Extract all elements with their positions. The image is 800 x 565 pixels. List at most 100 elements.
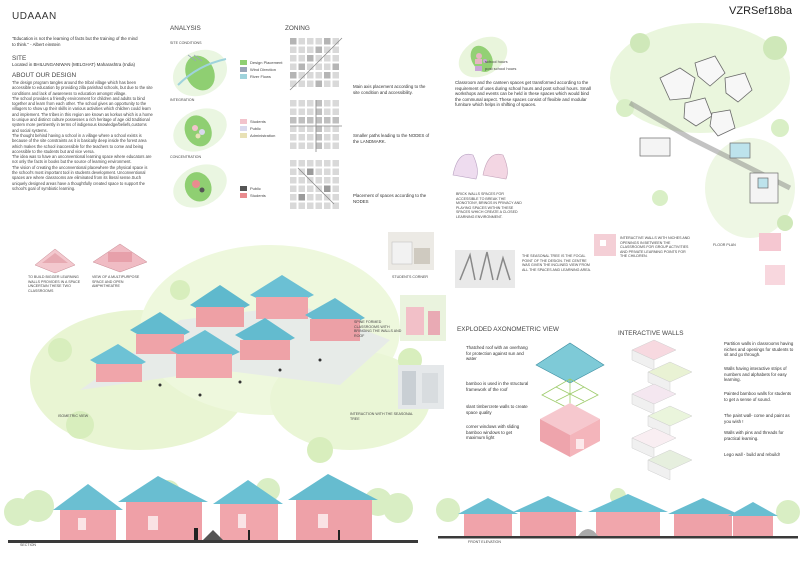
zoning-cell [290, 108, 297, 115]
front-elevation-drawing [436, 488, 800, 539]
isometric-label: ISOMETRIC VIEW [58, 414, 89, 418]
zoning-cell [324, 38, 331, 45]
zoning-grid-3 [290, 160, 339, 209]
zoning-cell [332, 160, 339, 167]
zoning-heading: ZONING [285, 25, 310, 32]
zoning-cell [290, 46, 297, 53]
window-text: INTERACTIVE WALLS WITH NICHES AND OPENIN… [620, 236, 690, 259]
zoning-cell [290, 63, 297, 70]
zoning-cell [298, 160, 305, 167]
note-intimate: TO BUILD BIGGER LEARNING WALLS PROVIDES … [28, 275, 81, 293]
quote: "Education is not the learning of facts … [12, 36, 138, 47]
zoning-cell [332, 55, 339, 62]
zoning-cell [307, 63, 314, 70]
zoning-cell [315, 194, 322, 201]
wall-module-side [647, 459, 671, 481]
zoning-cell [315, 168, 322, 175]
exploded-note-2: bamboo is used in the structural framewo… [466, 381, 529, 392]
zoning-cell [332, 100, 339, 107]
note-spine: SPINE FORMED CLASSROOMS WITH BRINGING TH… [354, 320, 402, 338]
walls-note-1: Partition walls in classrooms having nic… [724, 341, 794, 358]
zoning-cell [290, 134, 297, 141]
zoning-cell [324, 142, 331, 149]
zoning-cell [324, 202, 331, 209]
zoning-cell [290, 160, 297, 167]
zoning-note-2: Smaller paths leading to the NODES of th… [353, 133, 430, 144]
zoning-axis [289, 37, 343, 91]
floor-plan [610, 23, 795, 238]
zoning-cell [315, 142, 322, 149]
zoning-cell [307, 185, 314, 192]
walls-note-6: Lego wall - build and rebuild! [724, 452, 780, 457]
zoning-cell [332, 117, 339, 124]
zoning-cell [324, 125, 331, 132]
zoning-cell [298, 100, 305, 107]
zoning-cell [324, 177, 331, 184]
concentration-diagram [173, 164, 227, 208]
zoning-cell [298, 108, 305, 115]
interactive-walls-diagram [631, 339, 693, 481]
zoning-cell [298, 72, 305, 79]
walls-heading: INTERACTIVE WALLS [618, 330, 684, 337]
window-wall-sketch [594, 234, 616, 256]
zoning-cell [307, 80, 314, 87]
zoning-cell [290, 168, 297, 175]
elevation-label: FRONT ELEVATION [468, 540, 501, 544]
legend-administration: Administration [250, 133, 276, 138]
zoning-cell [332, 134, 339, 141]
zoning-cell [332, 185, 339, 192]
zoning-cell [307, 72, 314, 79]
site-conditions-label: SITE CONDITIONS [170, 41, 202, 45]
zoning-cell [307, 108, 314, 115]
students-corner-photo [388, 232, 434, 270]
zoning-cell [315, 108, 322, 115]
zoning-cell [315, 55, 322, 62]
section-drawing [4, 474, 418, 543]
zoning-cell [298, 80, 305, 87]
zoning-cell [324, 72, 331, 79]
zoning-cell [298, 134, 305, 141]
note-view: VIEW OF A MULTIPURPOSE SPACE AND OPEN AM… [92, 275, 140, 289]
zoning-cell [307, 38, 314, 45]
zoning-cell [298, 46, 305, 53]
zoning-cell [307, 134, 314, 141]
zoning-axis [297, 167, 335, 205]
zoning-cell [315, 38, 322, 45]
zoning-cell [290, 125, 297, 132]
tree-text: THE SEASONAL TREE IS THE FOCAL POINT OF … [522, 254, 592, 272]
zoning-cell [315, 117, 322, 124]
zoning-cell [332, 46, 339, 53]
floor-plan-label: FLOOR PLAN [713, 243, 736, 247]
zoning-cell [307, 55, 314, 62]
zoning-axis [290, 100, 342, 152]
zoning-cell [332, 194, 339, 201]
walls-note-3: Painted bamboo walls for students to get… [724, 391, 792, 402]
zoning-grid-2 [290, 100, 342, 152]
zoning-cell [332, 202, 339, 209]
site-location: Located in BHILUNGANIWAN (MELGHAT) Mahar… [12, 62, 135, 67]
zoning-cell [332, 72, 339, 79]
zoning-cell [298, 202, 305, 209]
walls-note-4: The paint wall- come and paint as you wi… [724, 413, 790, 424]
zoning-note-1: Main axis placement according to the sit… [353, 84, 426, 95]
zoning-cell [307, 142, 314, 149]
spine-sketch [400, 295, 446, 341]
zoning-cell [298, 117, 305, 124]
zoning-cell [324, 46, 331, 53]
walls-note-2: Walls having interactive strips of numbe… [724, 366, 787, 383]
zoning-cell [324, 117, 331, 124]
seasonal-tree-sketch [455, 250, 515, 288]
legend-wind-direction: Wind Direction [250, 67, 277, 72]
zoning-cell [332, 108, 339, 115]
hours-text: Classroom and the canteen spaces get tra… [455, 80, 591, 108]
zoning-cell [315, 177, 322, 184]
exploded-note-3: slant timbercrete walls to create space … [466, 404, 528, 415]
legend-school-hours: school hours [485, 59, 508, 64]
hours-diagram [458, 36, 508, 78]
zoning-cell [315, 202, 322, 209]
zoning-cell [298, 55, 305, 62]
about-heading: ABOUT OUR DESIGN [12, 72, 77, 79]
integration-diagram [173, 108, 227, 152]
zoning-cell [290, 185, 297, 192]
zoning-cell [324, 160, 331, 167]
